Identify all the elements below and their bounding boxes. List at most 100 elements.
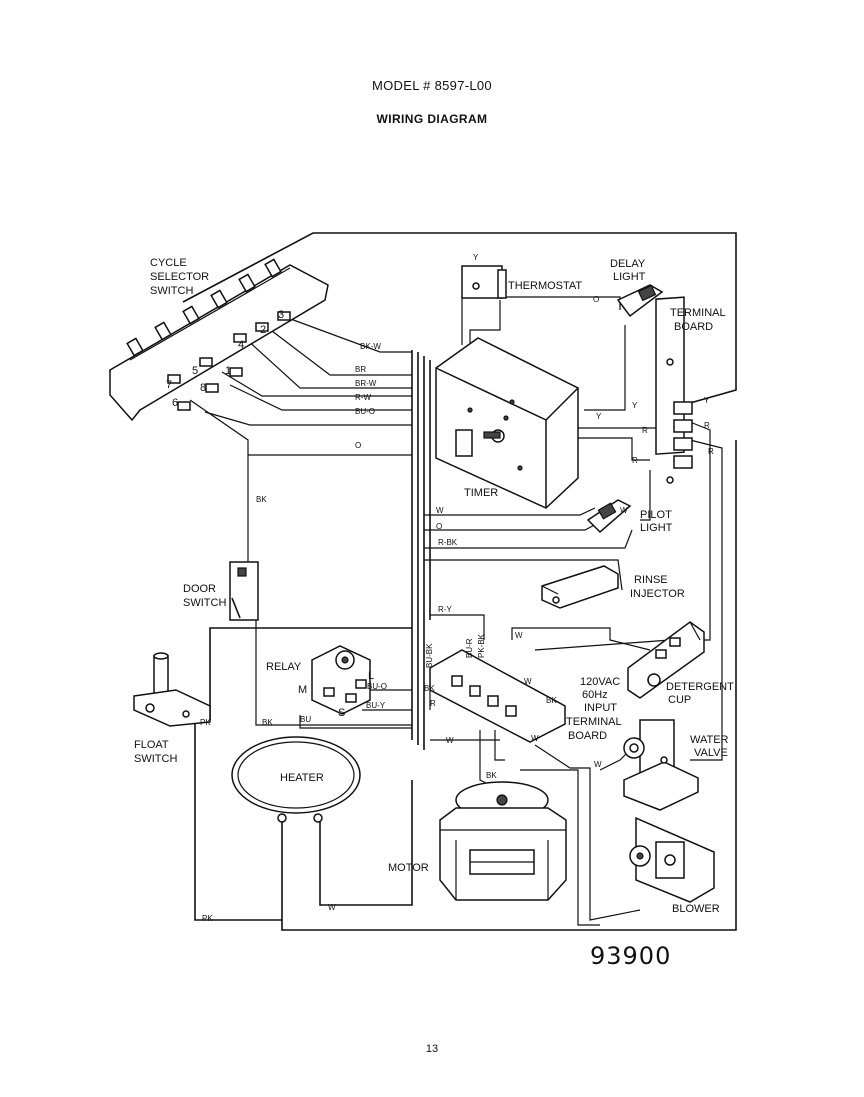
wire-label-br-w: BR-W <box>355 379 377 388</box>
selector-terminal-numbers: 1 2 3 4 5 6 7 8 <box>166 309 284 409</box>
label-input-terminal-4: TERMINAL <box>566 716 622 728</box>
wire-label-bu-o-relay: BU-O <box>367 682 387 691</box>
terminal-number-4: 4 <box>238 339 244 351</box>
label-pilot-light-2: LIGHT <box>640 522 673 534</box>
label-blower: BLOWER <box>672 903 720 915</box>
wire-label-r-right-2: R <box>708 447 714 456</box>
wire-right-r <box>689 421 711 641</box>
label-float-switch-2: SWITCH <box>134 753 177 765</box>
relay-terminal-m: M <box>298 684 307 696</box>
wire-label-o-timer: O <box>436 522 442 531</box>
label-float-switch-1: FLOAT <box>134 739 169 751</box>
wire-r-bk <box>424 529 633 549</box>
wire-r-term2 <box>578 437 650 461</box>
wire-r-y <box>430 614 485 640</box>
wire-thermostat-2 <box>469 300 501 348</box>
wire-pilot-down <box>640 470 651 521</box>
wire-door-relay <box>255 585 412 726</box>
diagram-number: 93900 <box>590 942 672 970</box>
terminal-number-3: 3 <box>278 309 284 321</box>
wire-heater-w <box>319 780 413 906</box>
wire-label-y-left: Y <box>632 401 638 410</box>
wire-heater-bk <box>281 440 737 931</box>
wire-label-r-right: R <box>704 421 710 430</box>
wire-label-bk-input: BK <box>424 684 435 693</box>
thermostat <box>461 265 507 299</box>
label-terminal-board-2: BOARD <box>674 321 713 333</box>
wire-label-w-valve: W <box>594 760 602 769</box>
wire-label-o-delay: O <box>593 295 599 304</box>
input-terminal-board <box>429 649 566 743</box>
label-relay: RELAY <box>266 661 302 673</box>
wire-label-r-input: R <box>430 699 436 708</box>
heater <box>231 736 361 823</box>
wire-label-bu-r: BU-R <box>465 638 474 658</box>
wire-label-r-term: R <box>642 426 648 435</box>
cycle-selector-switch <box>109 258 329 422</box>
wire-label-bk-w: BK-W <box>360 342 381 351</box>
wire-label-w-heater: W <box>328 903 336 912</box>
wire-label-bk-motor: BK <box>486 771 497 780</box>
pilot-light <box>586 499 632 534</box>
wire-label-w-pilot: W <box>620 506 628 515</box>
terminal-number-2: 2 <box>260 324 266 336</box>
label-pilot-light-1: PILOT <box>640 509 672 521</box>
relay-terminal-s: S <box>338 707 345 719</box>
wire-label-y-term: Y <box>596 412 602 421</box>
page-number: 13 <box>425 1043 439 1055</box>
wire-label-y-thermostat: Y <box>473 253 479 262</box>
float-switch <box>133 652 211 727</box>
wire-y-term <box>584 325 626 411</box>
selector-buttons <box>126 258 282 357</box>
terminal-number-6: 6 <box>172 397 178 409</box>
wire-label-pk-bk: PK-BK <box>477 633 486 658</box>
top-loop-wire <box>182 232 737 404</box>
wire-label-r-pilot: R <box>632 456 638 465</box>
relay-terminal-letters: M L S <box>298 670 374 719</box>
rinse-injector <box>541 565 619 609</box>
label-thermostat: THERMOSTAT <box>508 280 582 292</box>
label-input-terminal-2: 60Hz <box>582 689 608 701</box>
wire-label-w-det: W <box>515 631 523 640</box>
wire-label-bu-y: BU-Y <box>366 701 386 710</box>
water-valve <box>623 719 699 811</box>
wire-rinse <box>424 559 623 591</box>
wire-label-bu-bk: BU-BK <box>425 643 434 668</box>
timer <box>435 337 579 509</box>
label-cycle-selector-3: SWITCH <box>150 285 193 297</box>
wire-o-timer <box>424 521 601 531</box>
wire-label-bk-relay: BK <box>262 718 273 727</box>
motor <box>439 781 567 901</box>
wire-det-cup <box>534 639 671 651</box>
wire-label-w-input-2: W <box>524 677 532 686</box>
wire-br <box>267 327 412 376</box>
terminal-board <box>655 296 693 484</box>
page-title: WIRING DIAGRAM <box>376 112 488 126</box>
wire-label-w-timer: W <box>436 506 444 515</box>
label-input-terminal-1: 120VAC <box>580 676 620 688</box>
component-labels: CYCLE SELECTOR SWITCH THERMOSTAT DELAY L… <box>134 257 734 915</box>
label-water-valve-1: WATER <box>690 734 729 746</box>
label-timer: TIMER <box>464 487 498 499</box>
wire-r-term <box>578 417 669 429</box>
label-detergent-cup-1: DETERGENT <box>666 681 734 693</box>
wire-label-r-y: R-Y <box>438 605 452 614</box>
label-detergent-cup-2: CUP <box>668 694 691 706</box>
wire-label-bu-o: BU-O <box>355 407 375 416</box>
wire-bk-w <box>287 317 412 353</box>
label-cycle-selector-1: CYCLE <box>150 257 187 269</box>
wire-label-y-right: Y <box>704 396 710 405</box>
selector-terminals <box>167 311 291 411</box>
label-input-terminal-3: INPUT <box>584 702 617 714</box>
label-delay-light-2: LIGHT <box>613 271 646 283</box>
terminal-number-8: 8 <box>200 382 206 394</box>
terminal-number-7: 7 <box>166 379 172 391</box>
terminal-number-5: 5 <box>192 365 198 377</box>
delay-light <box>616 284 664 318</box>
wire-motor-2 <box>494 730 505 761</box>
relay <box>311 645 371 715</box>
label-terminal-board-1: TERMINAL <box>670 307 726 319</box>
wire-label-r-bk: R-BK <box>438 538 458 547</box>
wire-label-br: BR <box>355 365 366 374</box>
